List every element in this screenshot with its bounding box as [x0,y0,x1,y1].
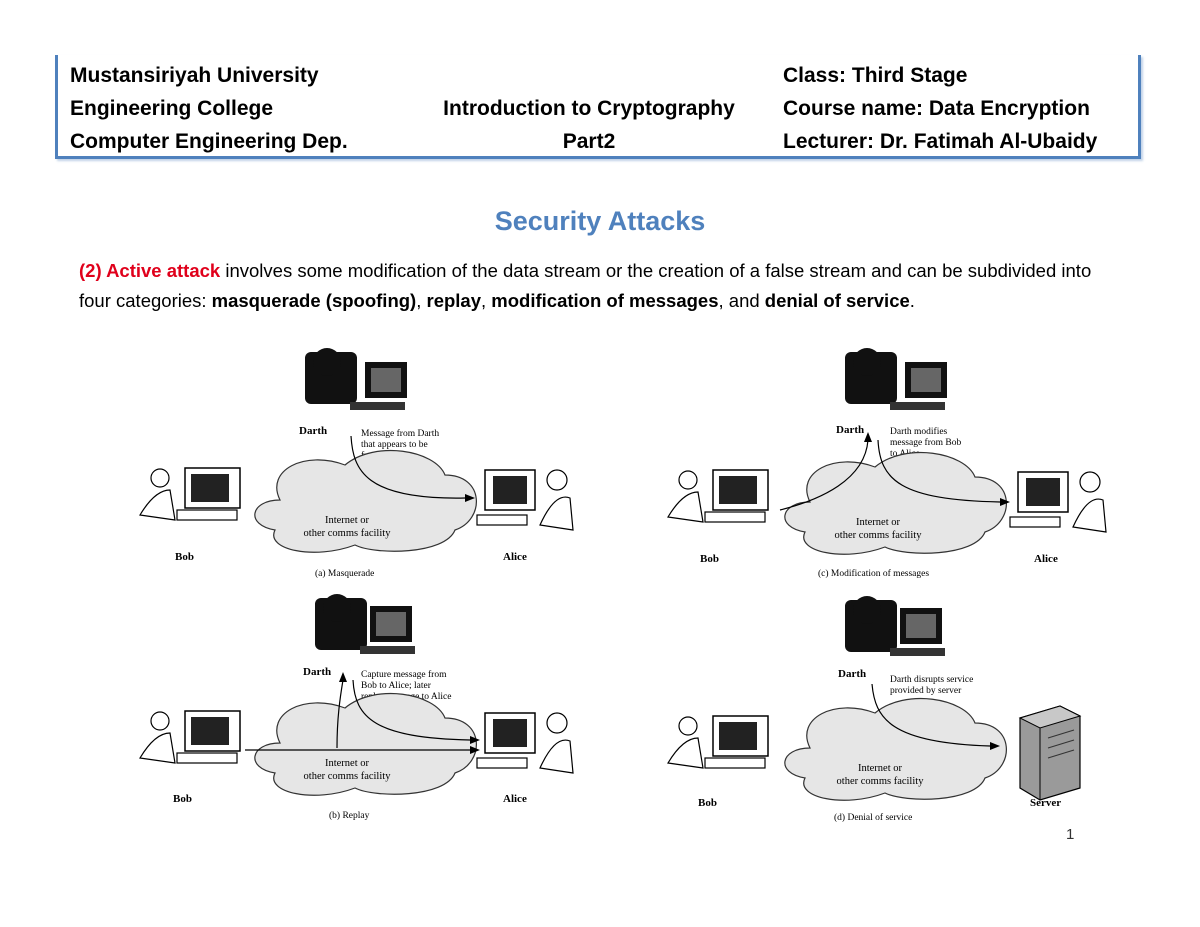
sender-label: Bob [175,551,194,563]
attack-note-1: Capture message from [361,669,447,680]
active-attack-paragraph: (2) Active attack involves some modifica… [79,256,1124,316]
attacker-label: Darth [299,425,327,437]
attacker-label: Darth [303,666,331,678]
attack-path [350,435,466,499]
cloud-label-2: other comms facility [304,771,392,782]
diagram-caption: (d) Denial of service [834,812,912,823]
category-replay: replay [426,290,482,311]
college-name: Engineering College [70,97,274,120]
capture-path [336,679,344,749]
separator: , [481,290,492,311]
darth-icon [315,594,415,654]
network-cloud [254,692,477,796]
alice-icon [476,712,574,774]
receiver-label: Alice [1034,553,1058,565]
cloud-label-2: other comms facility [304,528,392,539]
cloud-label-1: Internet or [856,517,901,528]
category-masquerade: masquerade (spoofing) [211,290,417,311]
darth-icon [845,348,947,410]
attack-note-2: Bob to Alice; later [361,681,432,691]
university-name: Mustansiriyah University [70,64,319,87]
attacker-label: Darth [838,668,866,680]
cloud-label-1: Internet or [858,763,903,774]
bob-icon [667,715,769,769]
attack-note-2: message from Bob [890,437,961,448]
diagram-replay: Darth Capture message from Bob to Alice;… [139,594,574,821]
class-label: Class: Third Stage [783,64,968,87]
lecturer-name: Lecturer: Dr. Fatimah Al-Ubaidy [783,130,1098,153]
sender-label: Bob [700,553,719,565]
network-cloud [254,449,477,553]
active-attack-term: (2) Active attack [79,260,221,281]
network-cloud [784,697,1007,801]
header-middle: Introduction to Cryptography Part2 [420,92,758,158]
cloud-label-2: other comms facility [835,530,923,541]
diagram-caption: (b) Replay [329,810,370,821]
bob-icon [139,467,241,521]
attack-note-1: Message from Darth [361,428,439,439]
course-name: Course name: Data Encryption [783,97,1090,120]
category-denial-of-service: denial of service [764,290,910,311]
diagram-denial-of-service: Darth Darth disrupts service provided by… [667,596,1082,823]
alice-icon [1009,471,1107,533]
receiver-label: Server [1030,797,1061,809]
server-icon [1018,705,1082,801]
attack-note-2: that appears to be [361,440,428,450]
sender-label: Bob [698,797,717,809]
separator: , [416,290,427,311]
disruption-path [871,683,991,747]
replay-path [352,679,471,741]
department-name: Computer Engineering Dep. [70,130,348,153]
intercept-path [779,439,869,511]
bob-icon [667,469,769,523]
attack-note-1: Darth disrupts service [890,675,973,685]
alice-icon [476,469,574,531]
receiver-label: Alice [503,551,527,563]
receiver-label: Alice [503,793,527,805]
separator: , and [718,290,765,311]
diagram-modification: Darth Darth modifies message from Bob to… [667,348,1107,579]
header-box: Mustansiriyah University Engineering Col… [55,55,1141,159]
paragraph-text: involves some modification of the data s… [79,260,1092,311]
attack-note-1: Darth modifies [890,426,948,437]
diagram-caption: (a) Masquerade [315,568,374,579]
diagram-masquerade: Darth Message from Darth that appears to… [139,348,574,579]
cloud-label-1: Internet or [325,515,370,526]
attack-note-2: provided by server [890,686,962,696]
section-title: Security Attacks [494,206,706,236]
bob-icon [139,710,241,764]
darth-icon [845,596,945,656]
header-left: Mustansiriyah University Engineering Col… [70,59,348,158]
course-part: Part2 [562,130,616,153]
category-modification: modification of messages [491,290,719,311]
cloud-label-1: Internet or [325,758,370,769]
modified-path [877,439,1001,503]
network-cloud [784,451,1007,555]
page-number: 1 [1066,826,1075,843]
course-topic: Introduction to Cryptography [443,97,735,120]
period: . [909,290,915,311]
sender-label: Bob [173,793,192,805]
attacker-label: Darth [836,424,864,436]
darth-icon [305,348,407,410]
cloud-label-2: other comms facility [837,776,925,787]
header-right: Class: Third Stage Course name: Data Enc… [783,59,1097,158]
diagram-caption: (c) Modification of messages [818,568,929,579]
